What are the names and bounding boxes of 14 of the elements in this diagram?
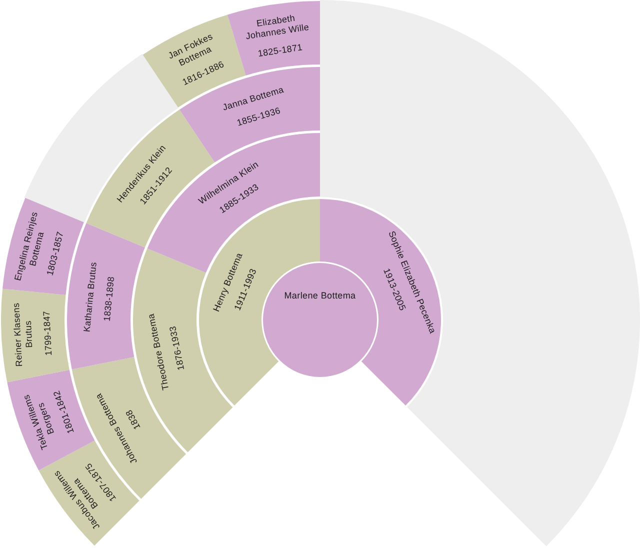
person-name: Engelina Reinjes Bottema	[12, 210, 47, 284]
life-dates: 1799-1847	[41, 310, 55, 356]
person-name: Elizabeth Johannes Wille	[244, 12, 310, 44]
ancestor-segment	[320, 199, 441, 406]
person-name: Katharina Brutus	[81, 262, 100, 333]
ancestor-segment	[227, 1, 320, 76]
person-name: Marlene Bottema	[284, 290, 356, 302]
life-dates: 1838-1898	[102, 276, 117, 322]
ancestor-segment	[67, 223, 145, 370]
person-name: Reiner Klasens Brutus	[10, 302, 36, 369]
life-dates: 1838	[123, 408, 143, 432]
life-dates: 1825-1871	[257, 42, 304, 60]
ancestor-segment	[1, 288, 70, 383]
ancestor-segment	[2, 197, 84, 295]
